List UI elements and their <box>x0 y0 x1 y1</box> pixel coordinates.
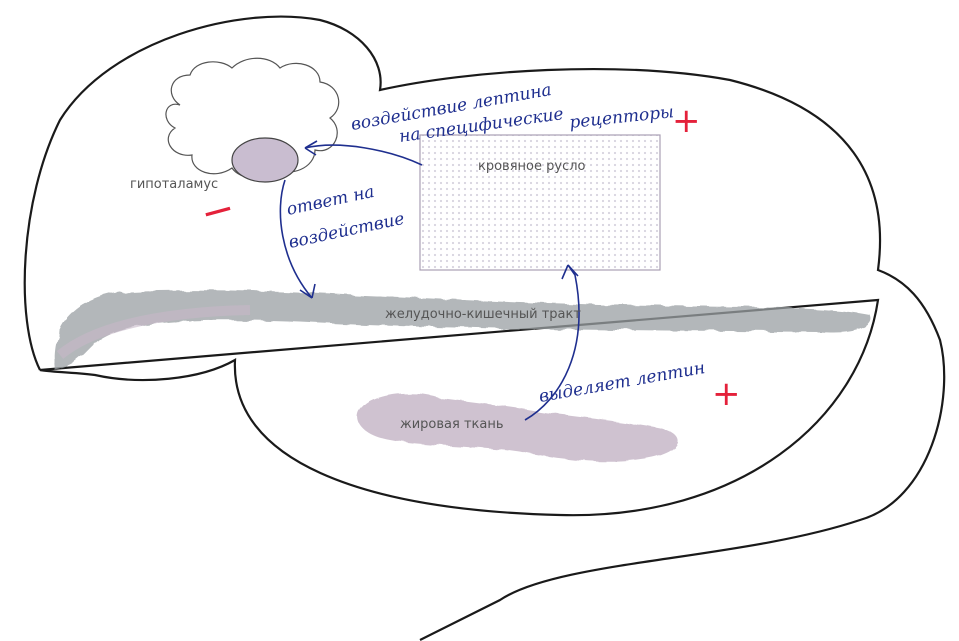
red-minus-left: − <box>196 185 240 238</box>
red-plus-top: + <box>672 101 701 141</box>
red-plus-right: + <box>712 374 741 414</box>
label-gi-tract: желудочно-кишечный тракт <box>385 307 581 322</box>
hypothalamus-ellipse <box>232 138 298 182</box>
handwriting-response-1: ответ на <box>285 182 376 220</box>
handwriting-secretes-leptin: выделяет лептин <box>537 358 706 407</box>
blood-stream-box <box>420 135 660 270</box>
label-fat-tissue: жировая ткань <box>400 417 504 432</box>
handwriting-leptin-action-3: рецепторы <box>568 102 674 133</box>
label-blood-stream: кровяное русло <box>478 159 586 174</box>
